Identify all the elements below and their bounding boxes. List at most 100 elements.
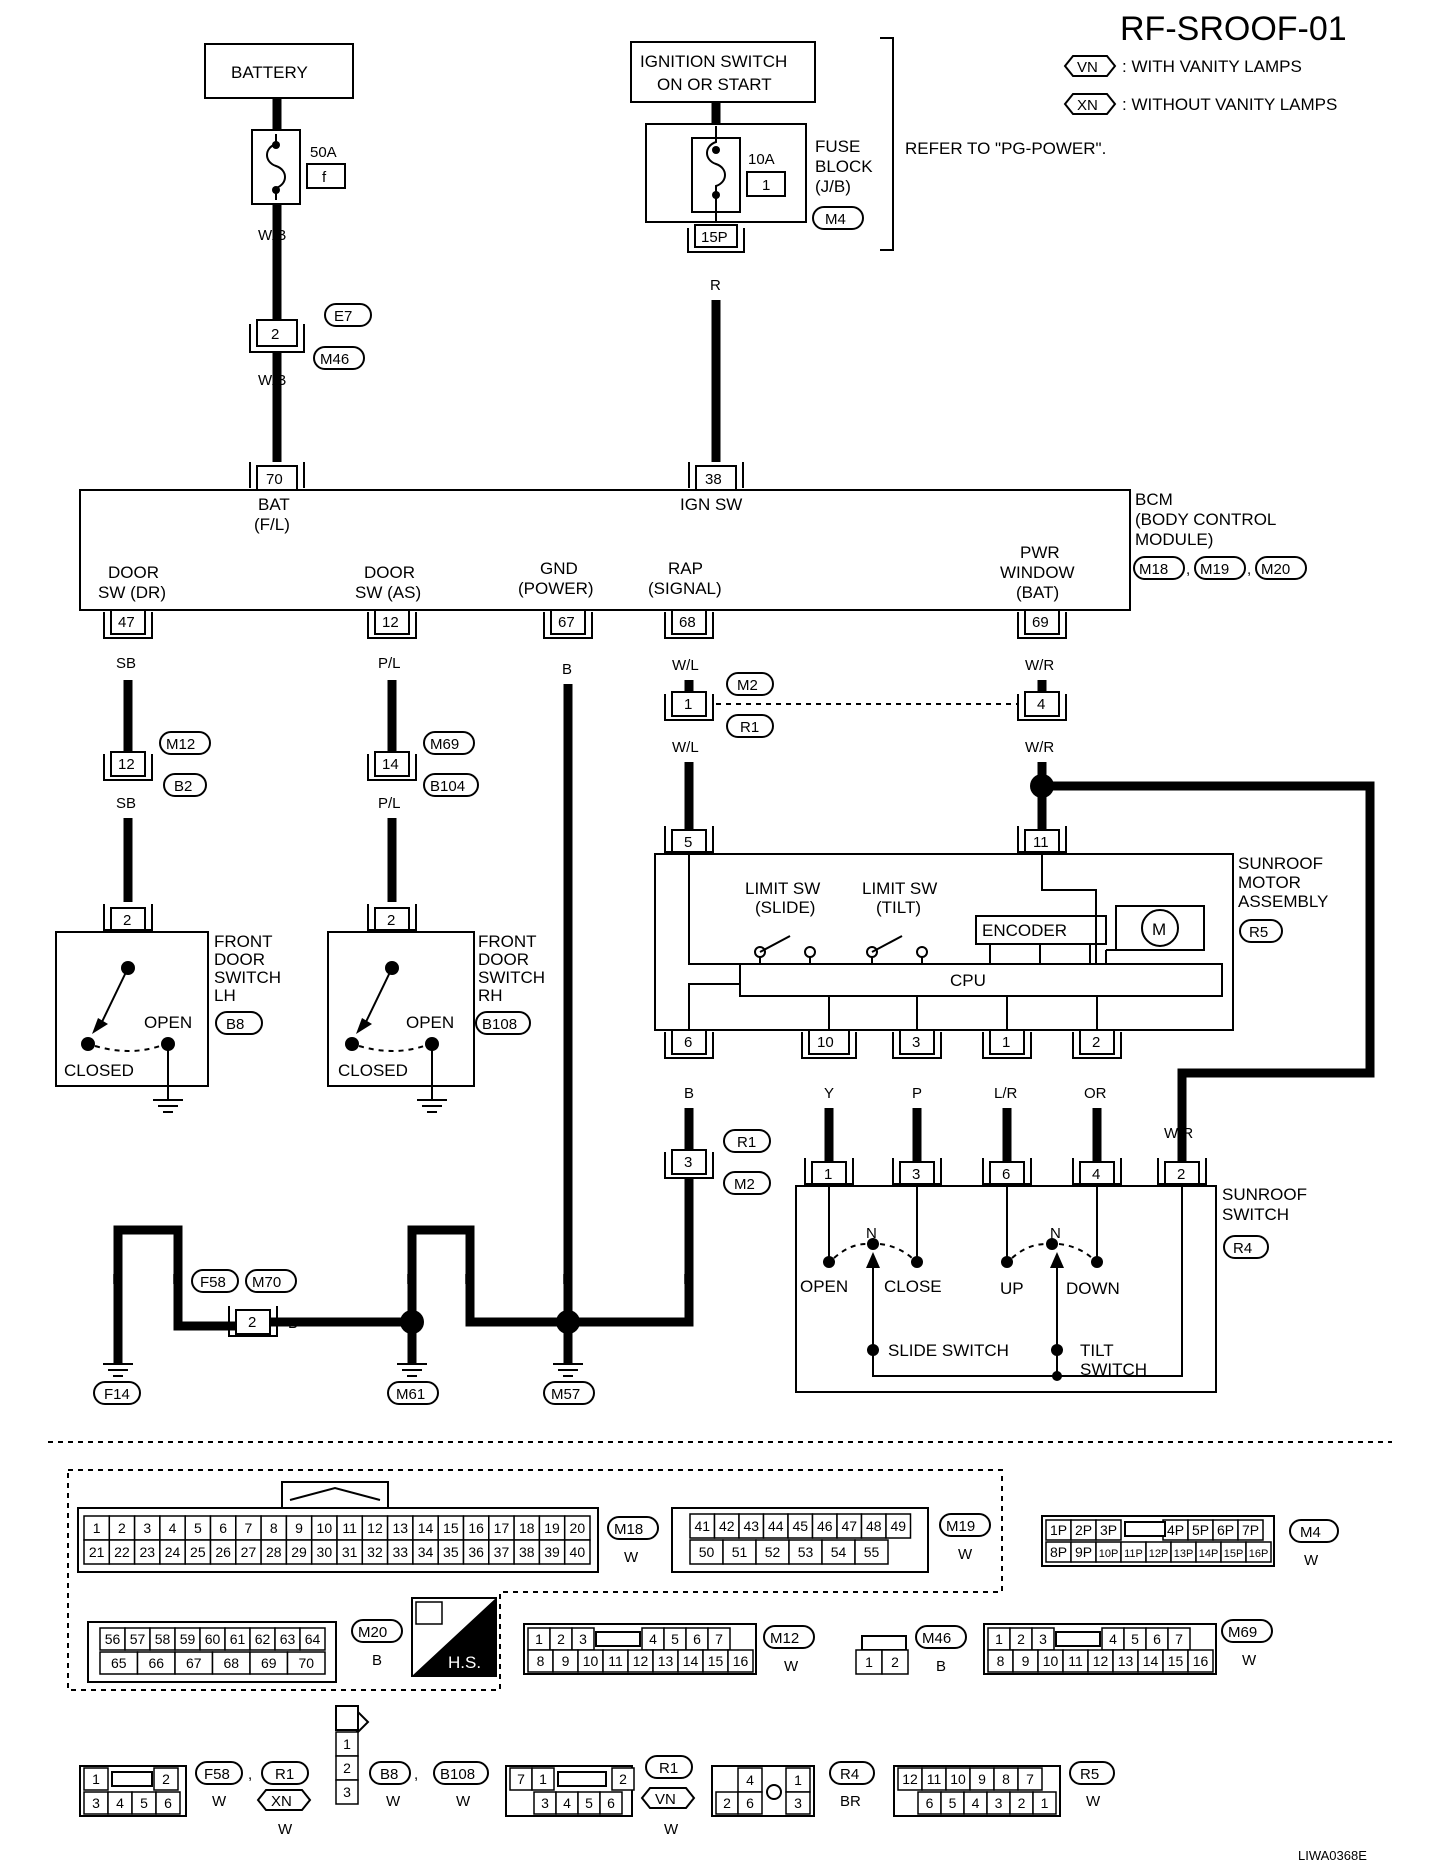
door-rh-ref-b104: B104 — [430, 778, 465, 795]
connector-pin-label: 16 — [733, 1653, 749, 1669]
connector-pin-label: 26 — [215, 1544, 231, 1560]
svg-text:B: B — [684, 1085, 694, 1102]
connector-pin-label: 8 — [270, 1520, 278, 1536]
svg-text:SW (DR): SW (DR) — [98, 583, 166, 602]
bcm-ign-label: IGN SW — [680, 495, 742, 514]
connector-cell — [299, 1627, 326, 1651]
connector-cell — [836, 1513, 863, 1539]
svg-text:M69: M69 — [1228, 1624, 1257, 1641]
connector-pin-label: 6 — [693, 1631, 701, 1647]
cpu-label: CPU — [950, 971, 986, 990]
connector-pin-label: 4 — [972, 1795, 980, 1811]
svg-text:GND: GND — [540, 559, 578, 578]
svg-text:OR: OR — [1084, 1085, 1107, 1102]
connector-pin-label: 2 — [162, 1771, 170, 1787]
connector-cell — [335, 1779, 359, 1805]
connector-pin-label: 9P — [1075, 1544, 1092, 1560]
connector-pin-label: 24 — [165, 1544, 181, 1560]
connector-pin-label: 31 — [342, 1544, 358, 1560]
connector-pin-label: 6 — [746, 1795, 754, 1811]
connector-b8: 123 — [335, 1705, 370, 1805]
battery-box — [204, 43, 354, 99]
connector-pin-label: 7 — [715, 1631, 723, 1647]
svg-text:LIMIT SW: LIMIT SW — [862, 879, 937, 898]
connector-pin-label: 5 — [585, 1795, 593, 1811]
connector-cell — [1187, 1649, 1214, 1673]
svg-text:SWITCH: SWITCH — [478, 968, 545, 987]
connector-pin-label: 10 — [583, 1653, 599, 1669]
connector-pin-label: 2 — [891, 1654, 899, 1670]
svg-text:W/L: W/L — [672, 657, 699, 674]
svg-text:W: W — [1242, 1652, 1257, 1669]
connector-pin-label: 56 — [105, 1631, 121, 1647]
bcm-ref-m18: M18 — [1139, 561, 1168, 578]
connector-pin-label: 14 — [418, 1520, 434, 1536]
connector-cell — [488, 1515, 515, 1541]
connector-pin-label: 5 — [194, 1520, 202, 1536]
connector-pin-label: 65 — [111, 1655, 127, 1671]
connector-cell — [153, 1767, 179, 1791]
connector-pin-label: 1 — [794, 1772, 802, 1788]
svg-text:1: 1 — [824, 1166, 832, 1183]
battery-label: BATTERY — [231, 63, 308, 82]
svg-text:,: , — [1247, 561, 1251, 578]
svg-text:L/R: L/R — [994, 1085, 1018, 1102]
connector-pin-label: 1 — [1041, 1795, 1049, 1811]
connector-pin-label: 5 — [949, 1795, 957, 1811]
svg-text:W: W — [1304, 1552, 1319, 1569]
svg-text:(TILT): (TILT) — [876, 898, 921, 917]
svg-text:R5: R5 — [1080, 1766, 1099, 1783]
connector-pin-label: 1 — [343, 1736, 351, 1752]
bcm-bat-pin: 70 — [266, 471, 283, 488]
connector-cell — [738, 1513, 765, 1539]
connector-cell — [881, 1649, 909, 1675]
connector-cell — [108, 1539, 136, 1565]
svg-text:VN: VN — [655, 1791, 676, 1808]
bcm-title1: BCM — [1135, 490, 1173, 509]
connector-pin-label: 3 — [579, 1631, 587, 1647]
connector-pin-label: 11 — [342, 1520, 357, 1536]
svg-text:DOOR: DOOR — [214, 950, 265, 969]
connector-pin-label: 4 — [116, 1795, 124, 1811]
connector-pin-label: 69 — [261, 1655, 277, 1671]
bcm-title2: (BODY CONTROL — [1135, 510, 1276, 529]
svg-text:B: B — [288, 1315, 298, 1332]
diagram-title: RF-SROOF-01 — [1120, 10, 1347, 48]
svg-text:47: 47 — [118, 614, 135, 631]
door-rh-box — [327, 931, 475, 1087]
svg-text:12: 12 — [382, 614, 399, 631]
connector-pin-label: 53 — [798, 1544, 814, 1560]
svg-text:6: 6 — [1002, 1166, 1010, 1183]
connector-cell — [1032, 1791, 1057, 1815]
connector-cell — [462, 1515, 490, 1541]
connector-pin-label: 59 — [180, 1631, 196, 1647]
door-rh-conn: 14 — [382, 756, 399, 773]
connector-pin-label: 21 — [89, 1544, 105, 1560]
connector-pin-label: 1 — [865, 1654, 873, 1670]
bcm-bat-l1: BAT — [258, 495, 290, 514]
connector-pin-label: 6 — [164, 1795, 172, 1811]
bcm-term-gnd: GND (POWER) 67 B — [518, 559, 594, 1326]
bcm-bat-l2: (F/L) — [254, 515, 290, 534]
svg-text:P: P — [912, 1085, 922, 1102]
cpu-box — [739, 963, 1223, 997]
legend-xn-code: XN — [1077, 97, 1098, 114]
svg-text:RAP: RAP — [668, 559, 703, 578]
connector-pin-label: 4P — [1167, 1522, 1184, 1538]
door-lh-pin: 2 — [123, 912, 131, 929]
ground-wire-m61 — [407, 1225, 694, 1327]
connector-pin-label: 14 — [1143, 1653, 1159, 1669]
ignition-line1: IGNITION SWITCH — [640, 52, 787, 71]
svg-text:3: 3 — [912, 1166, 920, 1183]
connector-cell — [133, 1515, 161, 1541]
connector-pin-label: 35 — [443, 1544, 459, 1560]
motor-bottom-pins: 6 10 3 1 2 — [664, 996, 1122, 1059]
m2r1-wire-wr: W/R — [1025, 739, 1054, 756]
connector-pin-label: 2 — [1017, 1631, 1025, 1647]
connector-pin-label: 12 — [367, 1520, 383, 1536]
connector-pin-label: 13P — [1174, 1548, 1194, 1560]
sw-tilt1: TILT — [1080, 1341, 1114, 1360]
